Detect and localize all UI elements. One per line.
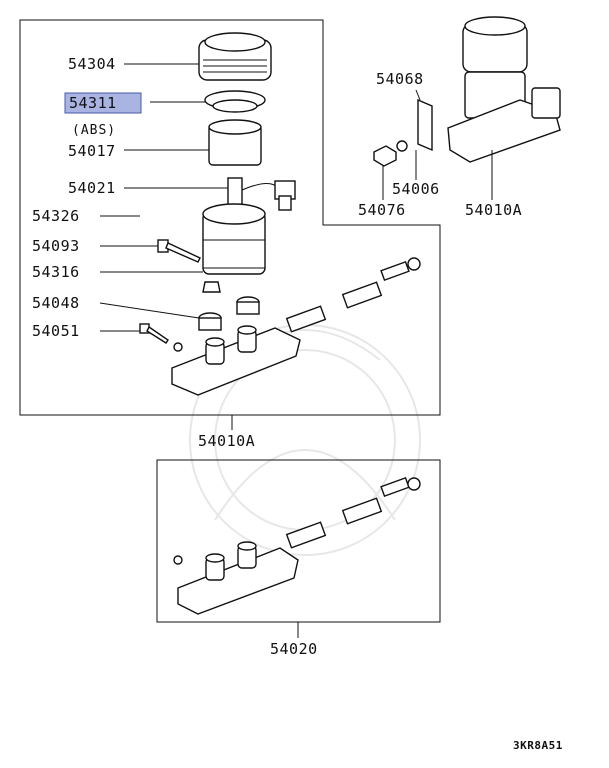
label-54020: 54020	[270, 640, 318, 658]
grommet-part-b[interactable]	[198, 312, 222, 331]
master-cylinder-body[interactable]	[171, 325, 301, 396]
nut-part[interactable]	[373, 145, 397, 167]
label-54093: 54093	[32, 237, 80, 255]
label-54316: 54316	[32, 263, 80, 281]
level-sensor-part[interactable]	[227, 177, 296, 211]
label-54017: 54017	[68, 142, 116, 160]
label-54006: 54006	[392, 180, 440, 198]
label-54010a-main: 54010A	[198, 432, 255, 450]
label-54076: 54076	[358, 201, 406, 219]
label-54068: 54068	[376, 70, 424, 88]
label-54010a-side: 54010A	[465, 201, 522, 219]
label-abs-note: (ABS)	[72, 123, 116, 138]
bracket-part[interactable]	[417, 98, 433, 152]
label-54311[interactable]: 54311	[69, 94, 117, 112]
piston-kit-sub[interactable]	[285, 476, 421, 549]
label-54326: 54326	[32, 207, 80, 225]
label-54304: 54304	[68, 55, 116, 73]
filter-part[interactable]	[204, 90, 266, 113]
master-cylinder-side-view[interactable]	[447, 16, 561, 163]
float-holder-part[interactable]	[208, 119, 262, 166]
main-assembly-frame	[19, 19, 441, 416]
washer-part[interactable]	[396, 140, 408, 152]
piston-kit-main[interactable]	[285, 257, 421, 333]
highlight-54311	[64, 92, 142, 114]
screw-part[interactable]	[139, 323, 183, 352]
reservoir-cap-part[interactable]	[198, 32, 272, 81]
grommet-part-a[interactable]	[236, 296, 260, 315]
reservoir-body-part[interactable]	[202, 203, 266, 293]
label-54048: 54048	[32, 294, 80, 312]
leader-lines	[99, 63, 493, 638]
label-54021: 54021	[68, 179, 116, 197]
bolt-part[interactable]	[157, 239, 201, 263]
label-54051: 54051	[32, 322, 80, 340]
figure-code: 3KR8A51	[513, 739, 563, 752]
master-cylinder-sub-body[interactable]	[173, 541, 299, 615]
